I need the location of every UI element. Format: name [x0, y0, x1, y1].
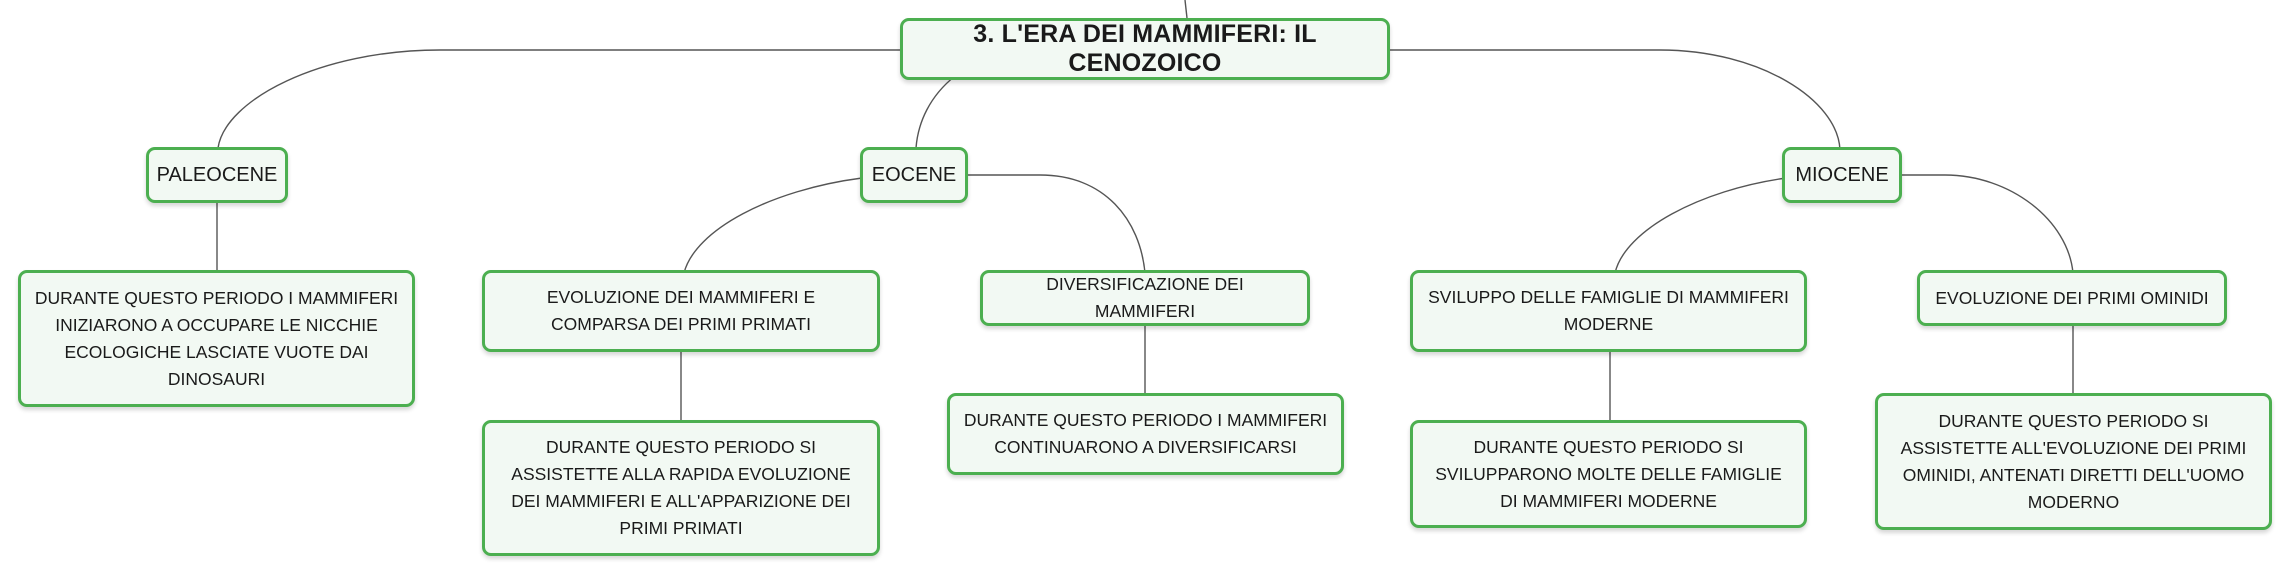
connector-eocene-to-topic-2	[965, 174, 1146, 274]
connector-miocene-to-topic-2	[1899, 174, 2074, 274]
miocene-topic-hominids-detail-text: DURANTE QUESTO PERIODO SI ASSISTETTE ALL…	[1900, 410, 2247, 512]
branch-eocene[interactable]: EOCENE	[860, 147, 968, 203]
branch-paleocene[interactable]: PALEOCENE	[146, 147, 288, 203]
eocene-topic-mammal-evolution-detail-text: DURANTE QUESTO PERIODO SI ASSISTETTE ALL…	[511, 437, 851, 538]
connector-miocene-to-topic-1	[1614, 177, 1787, 274]
miocene-topic-modern-families-detail-text: DURANTE QUESTO PERIODO SI SVILUPPARONO M…	[1435, 436, 1782, 511]
central-topic[interactable]: 3. L'ERA DEI MAMMIFERI: IL CENOZOICO	[900, 18, 1390, 80]
connector-root-to-paleocene	[217, 49, 900, 149]
connector-parent-to-root	[1184, 0, 1188, 19]
eocene-topic-mammal-diversification-label: DIVERSIFICAZIONE DEI MAMMIFERI	[1046, 274, 1244, 321]
miocene-topic-hominids-detail[interactable]: DURANTE QUESTO PERIODO SI ASSISTETTE ALL…	[1875, 393, 2272, 530]
eocene-topic-mammal-diversification[interactable]: DIVERSIFICAZIONE DEI MAMMIFERI	[980, 270, 1310, 326]
miocene-topic-modern-families-label: SVILUPPO DELLE FAMIGLIE DI MAMMIFERI MOD…	[1428, 287, 1789, 334]
branch-eocene-label: EOCENE	[871, 163, 957, 186]
connector-root-to-eocene	[915, 75, 956, 149]
branch-miocene[interactable]: MIOCENE	[1782, 147, 1902, 203]
eocene-topic-mammal-diversification-detail-text: DURANTE QUESTO PERIODO I MAMMIFERI CONTI…	[963, 410, 1328, 457]
connector-root-to-miocene	[1388, 49, 1841, 151]
miocene-topic-hominids[interactable]: EVOLUZIONE DEI PRIMI OMINIDI	[1917, 270, 2227, 326]
paleocene-detail[interactable]: DURANTE QUESTO PERIODO I MAMMIFERI INIZI…	[18, 270, 415, 407]
paleocene-detail-text: DURANTE QUESTO PERIODO I MAMMIFERI INIZI…	[34, 287, 399, 389]
branch-paleocene-label: PALEOCENE	[156, 163, 278, 186]
miocene-topic-modern-families-detail[interactable]: DURANTE QUESTO PERIODO SI SVILUPPARONO M…	[1410, 420, 1807, 528]
central-topic-label: 3. L'ERA DEI MAMMIFERI: IL CENOZOICO	[973, 20, 1317, 77]
connector-eocene-to-topic-1	[683, 177, 863, 274]
eocene-topic-mammal-evolution[interactable]: EVOLUZIONE DEI MAMMIFERI E COMPARSA DEI …	[482, 270, 880, 352]
miocene-topic-modern-families[interactable]: SVILUPPO DELLE FAMIGLIE DI MAMMIFERI MOD…	[1410, 270, 1807, 352]
eocene-topic-mammal-diversification-detail[interactable]: DURANTE QUESTO PERIODO I MAMMIFERI CONTI…	[947, 393, 1344, 475]
miocene-topic-hominids-label: EVOLUZIONE DEI PRIMI OMINIDI	[1935, 287, 2209, 308]
eocene-topic-mammal-evolution-label: EVOLUZIONE DEI MAMMIFERI E COMPARSA DEI …	[546, 287, 816, 334]
branch-miocene-label: MIOCENE	[1795, 163, 1889, 186]
eocene-topic-mammal-evolution-detail[interactable]: DURANTE QUESTO PERIODO SI ASSISTETTE ALL…	[482, 420, 880, 556]
